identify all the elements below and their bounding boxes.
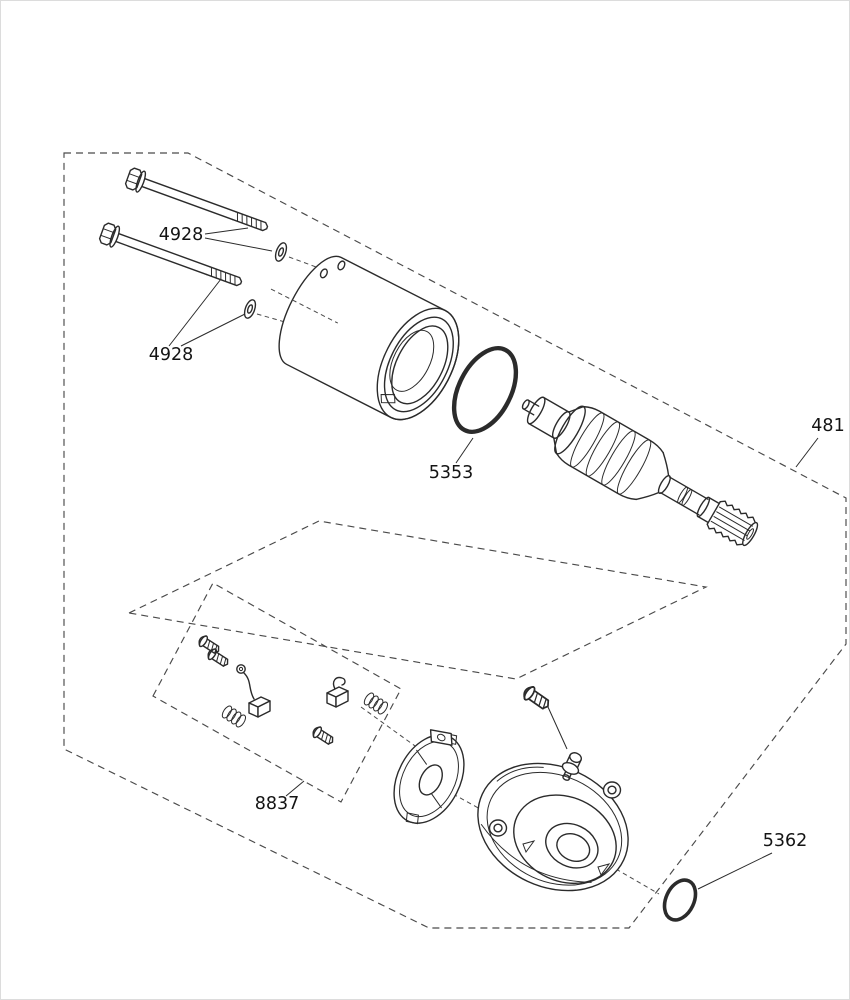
leader-5353	[455, 437, 474, 464]
outer-assembly-boundary	[63, 152, 847, 929]
end-cover	[477, 752, 629, 892]
brush-screw-3	[310, 724, 337, 748]
leader-4928-lower	[168, 278, 246, 347]
leader-8837	[285, 780, 305, 797]
brush-spring-2	[361, 690, 390, 717]
brush-1	[236, 664, 271, 718]
motor-yoke-housing	[270, 255, 460, 421]
mid-alignment-plane	[127, 520, 708, 680]
yoke-axis-dash	[270, 288, 339, 324]
brush-spring-1	[219, 703, 248, 730]
label-8837: 8837	[255, 794, 300, 814]
brush-2	[326, 676, 349, 708]
cover-ear-left	[488, 819, 508, 837]
cover-triangle-marker-1	[522, 840, 536, 854]
washer-lower	[241, 297, 259, 321]
lead-eyelet	[236, 664, 246, 674]
bolt-hole-2	[337, 260, 346, 271]
brush-lead-hook-2	[332, 676, 346, 690]
cover-oring-axis-dash	[615, 868, 660, 895]
bolt-hole-1	[319, 268, 328, 279]
brush-window-notch	[380, 394, 396, 404]
label-481: 481	[811, 416, 844, 436]
washer-upper	[272, 240, 290, 264]
plate-bracket	[429, 729, 453, 746]
label-4928-upper: 4928	[159, 225, 204, 245]
label-5362: 5362	[763, 831, 808, 851]
label-4928-lower: 4928	[149, 345, 194, 365]
leader-5362	[697, 852, 773, 890]
cover-o-ring	[662, 878, 698, 922]
brush-lead-wire-1	[243, 672, 255, 700]
cover-screw-leader	[547, 706, 568, 750]
cover-screw	[520, 683, 554, 714]
brush-kit-boundary	[152, 582, 402, 803]
leader-4928-upper	[204, 227, 273, 252]
yoke-o-ring	[451, 346, 519, 434]
cover-terminal	[561, 752, 582, 781]
label-5353: 5353	[429, 463, 474, 483]
brush-end-plate	[393, 732, 465, 825]
cover-ear-right	[602, 781, 622, 799]
leader-481	[795, 437, 819, 468]
cover-triangle-marker-2	[597, 863, 611, 877]
armature-assembly	[521, 396, 759, 547]
